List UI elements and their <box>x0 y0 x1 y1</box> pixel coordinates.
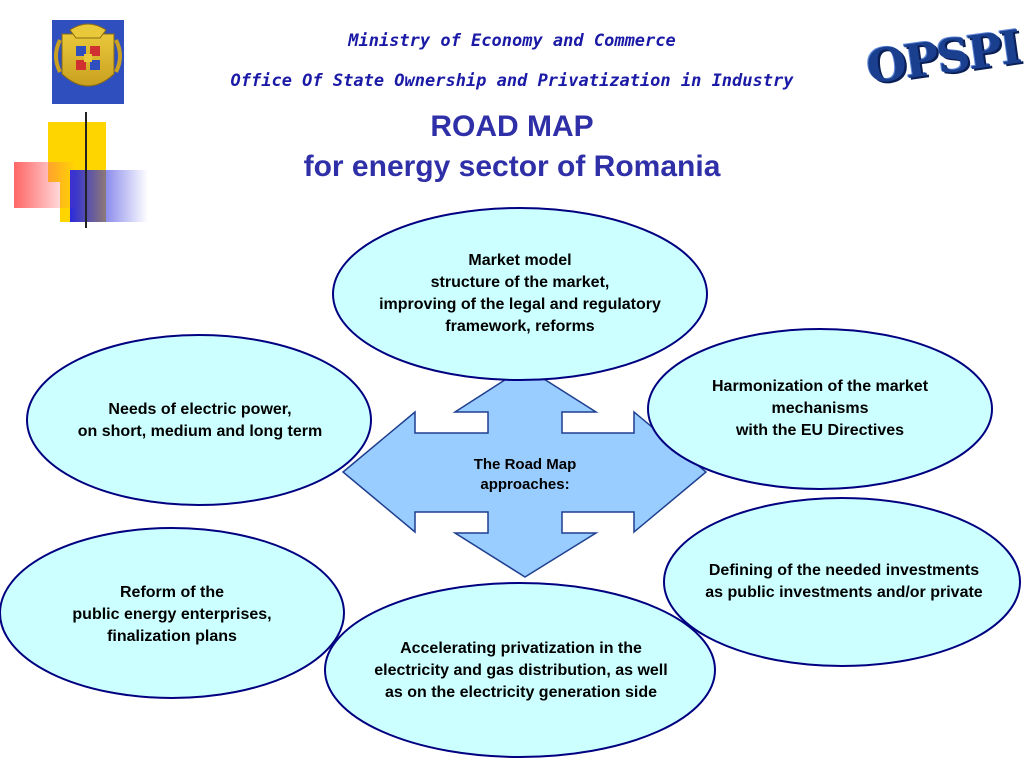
privatization-line: Accelerating privatization in the <box>400 640 642 657</box>
reform-line: public energy enterprises, <box>72 606 272 623</box>
office-name: Office Of State Ownership and Privatizat… <box>230 71 794 91</box>
coat-of-arms-icon <box>52 20 124 104</box>
ministry-name: Ministry of Economy and Commerce <box>348 31 676 51</box>
ellipse-harmonization <box>647 328 993 490</box>
privatization-line: as on the electricity generation side <box>384 684 658 701</box>
market-model-line: improving of the legal and regulatory <box>379 296 661 313</box>
center-label-line: The Road Map <box>473 456 577 473</box>
center-label-line: approaches: <box>480 476 570 493</box>
investments-line: Defining of the needed investments <box>708 562 980 579</box>
road-map-center-label: The Road Map approaches: <box>430 455 620 495</box>
page-subtitle: for energy sector of Romania <box>303 150 721 183</box>
reform-line: Reform of the <box>120 584 224 601</box>
harmonization-line: mechanisms <box>771 400 869 417</box>
ellipse-needs <box>26 334 372 506</box>
color-squares-decoration-icon <box>14 112 980 228</box>
market-model-text: Market model structure of the market, im… <box>333 240 707 348</box>
harmonization-line: Harmonization of the market <box>711 378 929 395</box>
reform-text: Reform of the public energy enterprises,… <box>2 580 342 650</box>
ellipse-reform <box>0 527 345 699</box>
needs-line: Needs of electric power, <box>108 401 292 418</box>
market-model-line: framework, reforms <box>445 318 595 335</box>
ellipse-privatization <box>324 582 716 758</box>
page-title: ROAD MAP <box>430 110 594 143</box>
ellipse-investments <box>663 497 1021 667</box>
needs-text: Needs of electric power, on short, mediu… <box>30 388 370 454</box>
investments-text: Defining of the needed investments as pu… <box>664 558 1024 606</box>
privatization-line: electricity and gas distribution, as wel… <box>374 662 668 679</box>
market-model-line: Market model <box>468 252 572 269</box>
harmonization-text: Harmonization of the market mechanisms w… <box>650 374 990 444</box>
road-map-cross-arrow <box>341 366 708 578</box>
market-model-line: structure of the market, <box>430 274 610 291</box>
privatization-text: Accelerating privatization in the electr… <box>326 636 716 706</box>
investments-line: as public investments and/or private <box>705 584 983 601</box>
reform-line: finalization plans <box>107 628 237 645</box>
ellipse-market-model <box>332 207 708 381</box>
harmonization-line: with the EU Directives <box>735 422 905 439</box>
needs-line: on short, medium and long term <box>77 423 323 440</box>
